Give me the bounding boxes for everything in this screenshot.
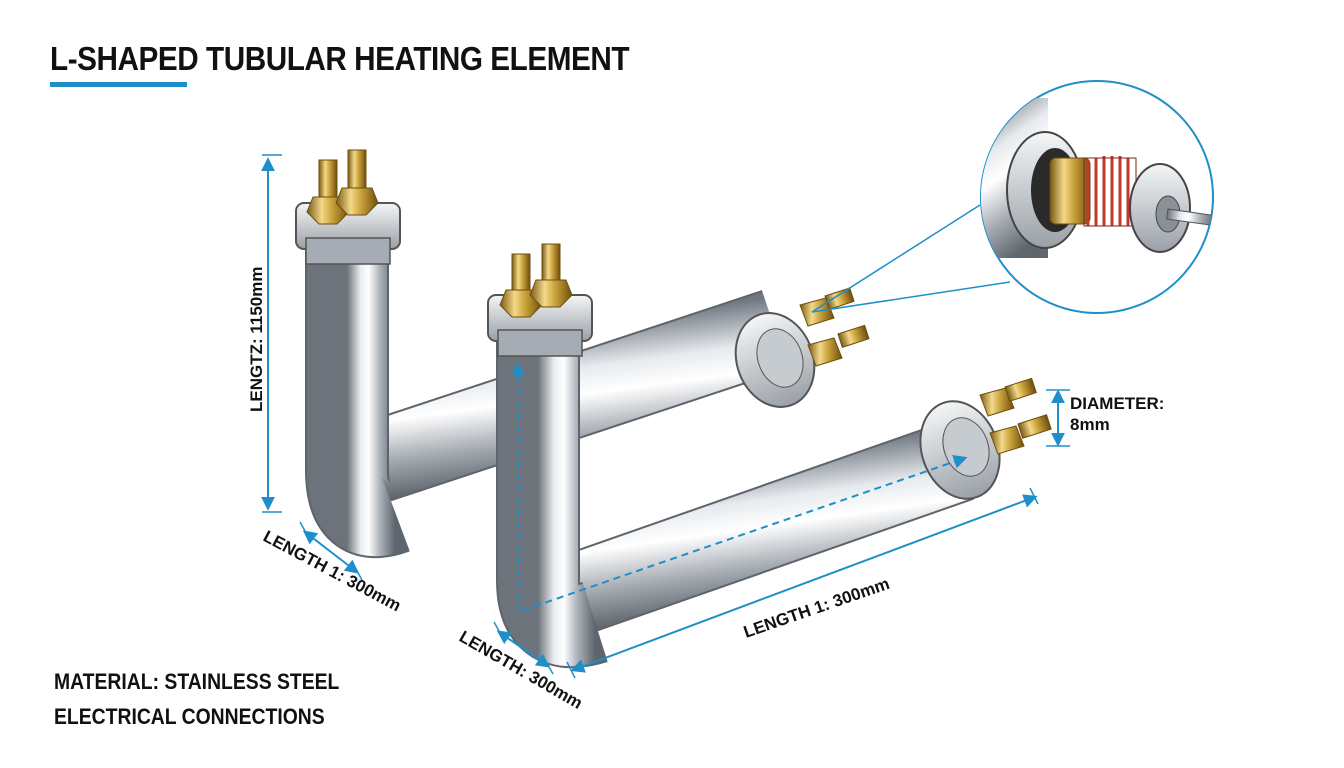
length2-label: LENGTZ: 1150mm: [247, 267, 266, 413]
connections-note: ELECTRICAL CONNECTIONS: [54, 704, 325, 729]
diameter-label: DIAMETER:: [1070, 394, 1164, 413]
dimension-diameter: DIAMETER: 8mm: [1046, 389, 1164, 447]
terminal-stud-icon: [499, 243, 573, 318]
length1-front-label: LENGTH 1: 300mm: [741, 574, 892, 642]
title-underline: [50, 82, 187, 87]
heating-coil: [1086, 156, 1130, 226]
terminal-stud-icon: [306, 149, 379, 225]
diameter-value: 8mm: [1070, 415, 1110, 434]
detail-magnifier-icon: [811, 80, 1214, 314]
dimension-length2: LENGTZ: 1150mm: [247, 154, 282, 513]
front-heating-element: [487, 243, 1052, 669]
material-note: MATERIAL: STAINLESS STEEL: [54, 669, 340, 694]
page-title: L-SHAPED TUBULAR HEATING ELEMENT: [50, 40, 630, 77]
terminal-stud-icon: [979, 377, 1052, 455]
